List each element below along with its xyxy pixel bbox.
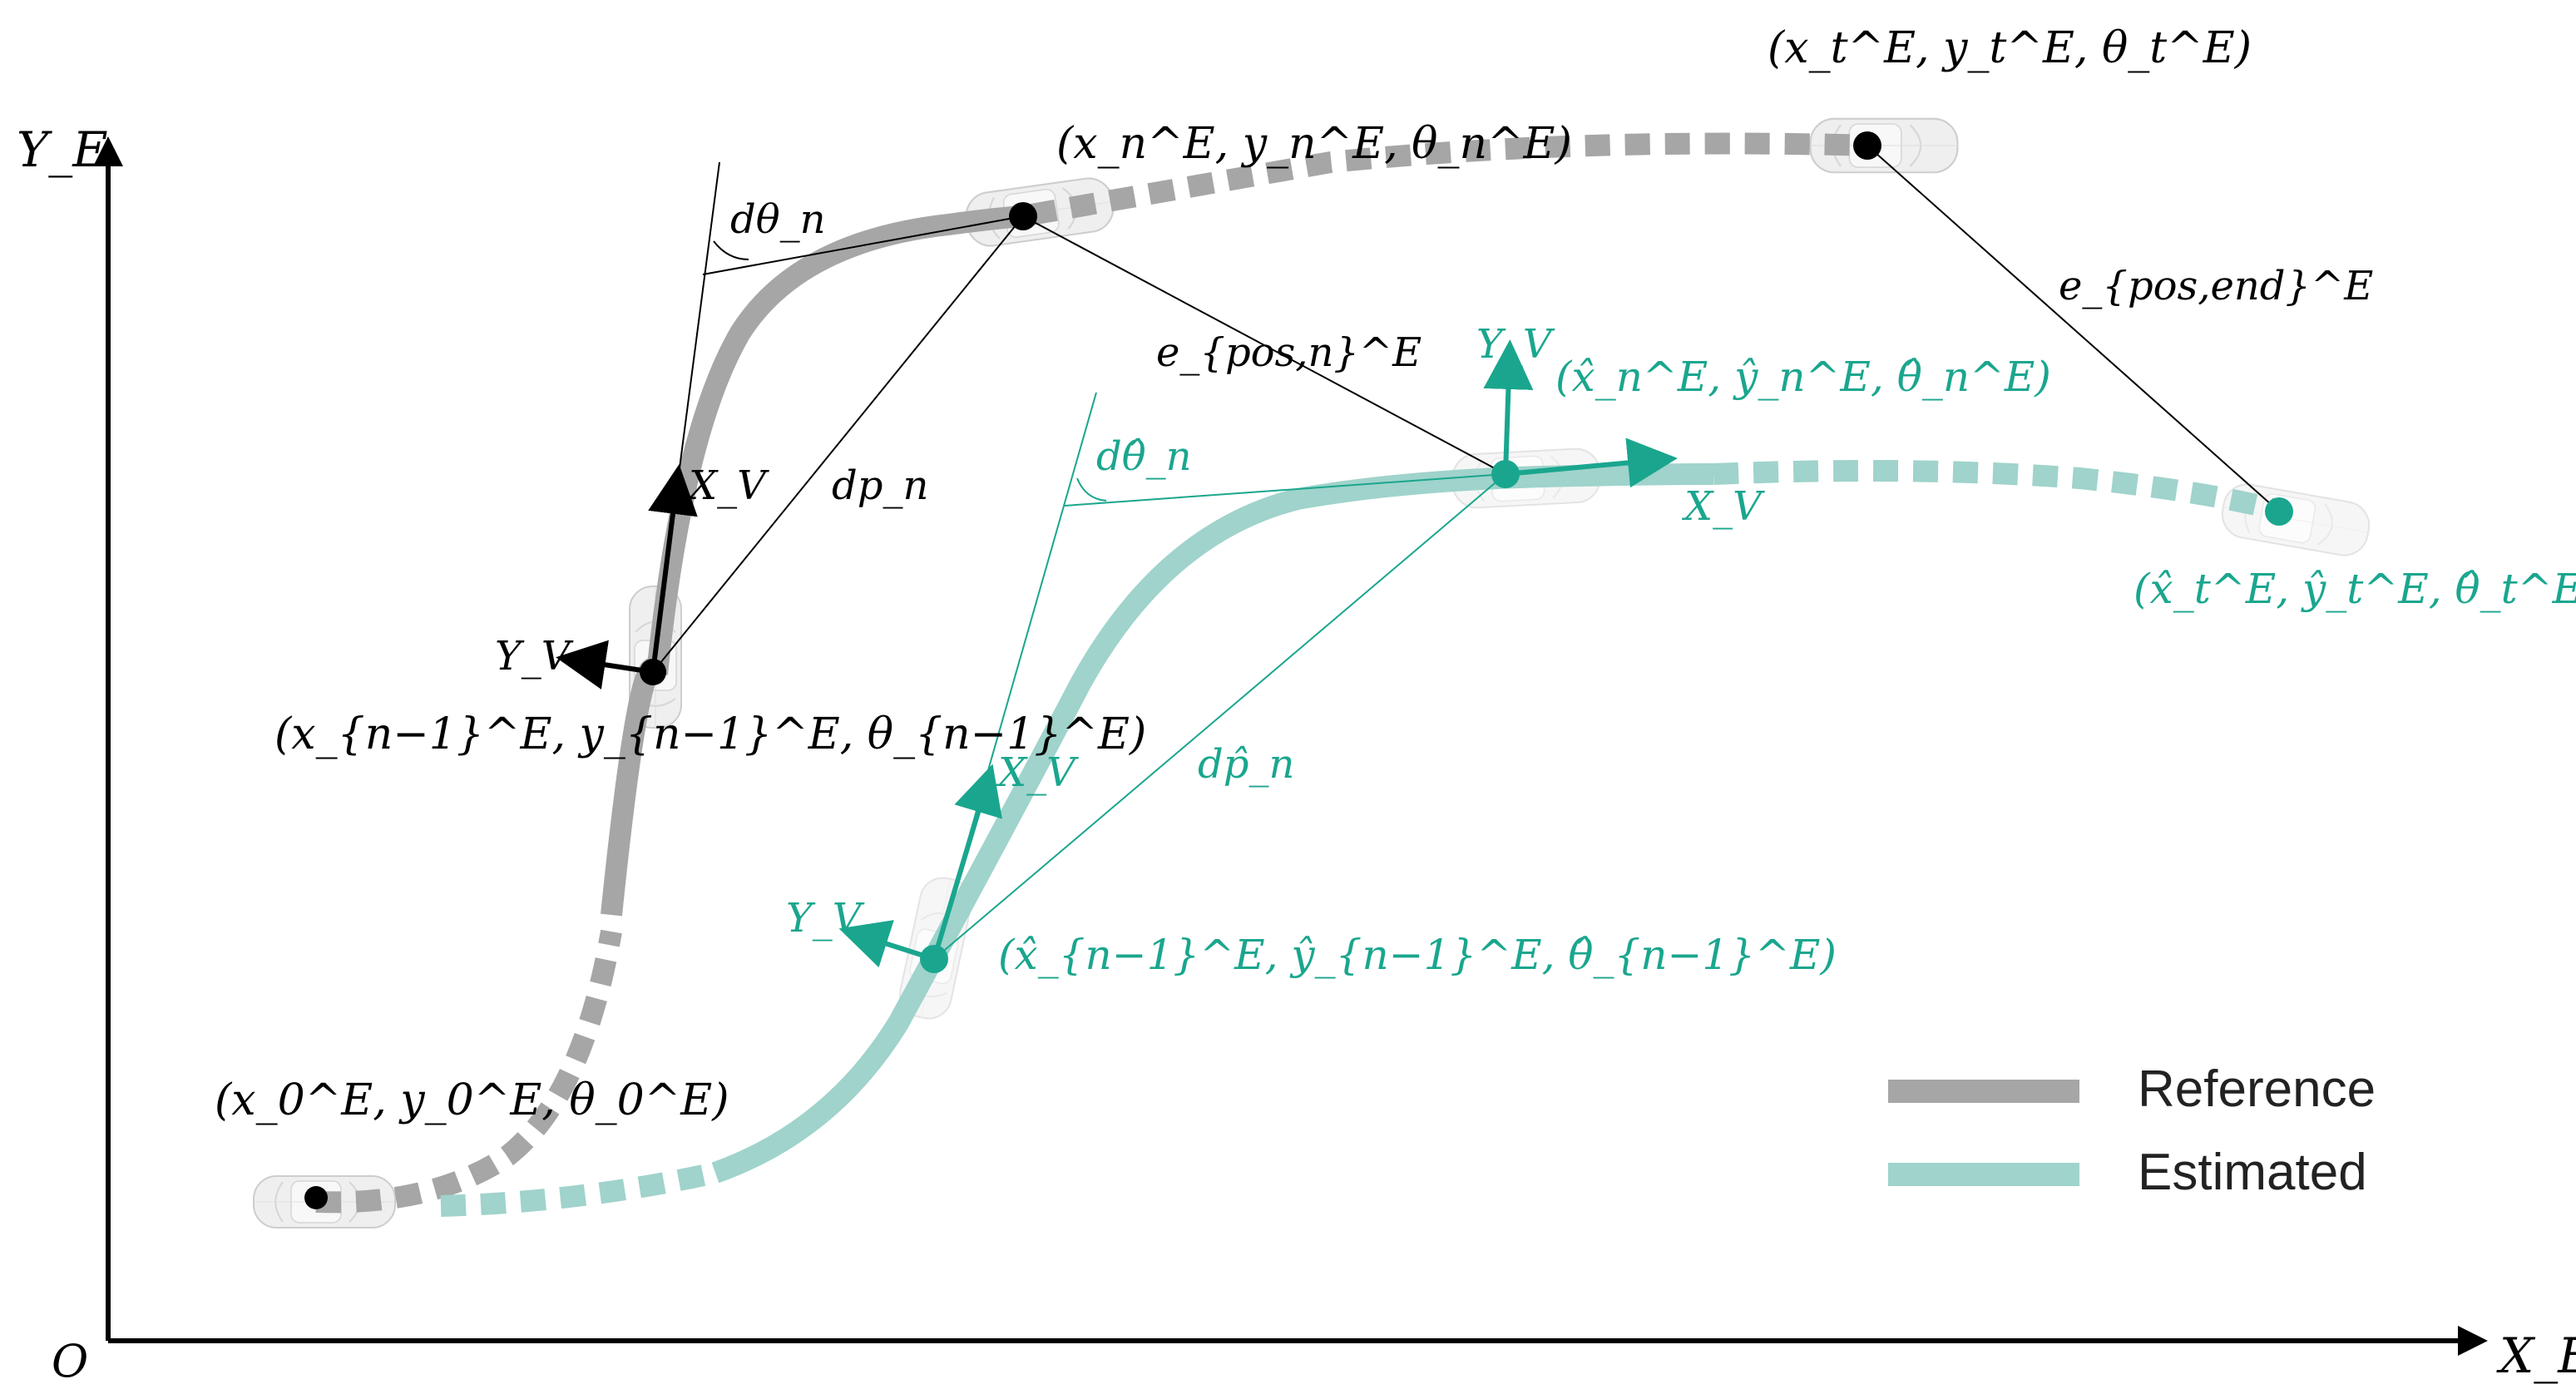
pose-label-ref-prev: (x_{n−1}^E, y_{n−1}^E, θ_{n−1}^E) <box>274 709 1146 759</box>
x-axis-label: X_E <box>2496 1327 2576 1384</box>
est-prev-frame-y-label: Y_V <box>786 895 865 942</box>
ref-dashed-start <box>315 929 622 1214</box>
estimated-trajectory <box>440 460 2287 1217</box>
ref-solid <box>601 205 1024 917</box>
dtheta-hat-label: dθ̂_n <box>1096 433 1192 480</box>
est-prev-frame-x-label: X_V <box>995 749 1079 796</box>
reference-geometry <box>652 145 2280 673</box>
pose-points <box>304 131 2293 1209</box>
est-dashed-end <box>1713 460 2287 522</box>
point-start <box>304 1186 328 1209</box>
reference-trajectory <box>315 132 1872 1214</box>
e-pos-end-label: e_{pos,end}^E <box>2059 263 2373 309</box>
pose-label-est-curr: (x̂_n^E, ŷ_n^E, θ̂_n^E) <box>1555 353 2051 401</box>
axes <box>93 136 2488 1356</box>
point-est-prev <box>920 945 948 973</box>
legend-label-reference: Reference <box>2138 1060 2376 1118</box>
pose-label-est-end: (x̂_t^E, ŷ_t^E, θ̂_t^E) <box>2133 565 2576 613</box>
ref-frame-y-label: Y_V <box>495 633 574 680</box>
point-est-end <box>2265 497 2293 526</box>
cars-layer <box>253 117 2374 1228</box>
pose-label-est-prev: (x̂_{n−1}^E, ŷ_{n−1}^E, θ̂_{n−1}^E) <box>998 931 1837 979</box>
est-curr-frame-y-label: Y_V <box>1476 321 1555 368</box>
dp-hat-label: dp̂_n <box>1198 741 1294 788</box>
origin-label: O <box>52 1335 88 1387</box>
est-vehicle-frames <box>838 339 1678 968</box>
y-axis-label: Y_E <box>17 121 108 178</box>
pose-label-ref-curr: (x_n^E, y_n^E, θ_n^E) <box>1056 119 1572 169</box>
e-pos-n-label: e_{pos,n}^E <box>1156 329 1421 376</box>
ref-vehicle-frame <box>556 464 698 690</box>
pose-label-start: (x_0^E, y_0^E, θ_0^E) <box>215 1075 729 1125</box>
point-ref-curr <box>1009 202 1037 230</box>
est-solid <box>711 463 1714 1184</box>
point-est-curr <box>1491 460 1520 488</box>
pose-label-ref-end: (x_t^E, y_t^E, θ_t^E) <box>1768 23 2252 73</box>
est-curr-frame-x-label: X_V <box>1681 483 1765 530</box>
est-dashed-start <box>440 1162 718 1217</box>
point-ref-prev <box>640 659 666 685</box>
dp-label: dp_n <box>832 462 928 509</box>
point-ref-end <box>1853 131 1881 160</box>
ref-frame-x-label: X_V <box>685 462 769 509</box>
legend: Reference Estimated <box>1888 1060 2376 1201</box>
dtheta-label: dθ_n <box>730 196 826 243</box>
ref-dashed-end <box>1029 132 1872 225</box>
legend-label-estimated: Estimated <box>2138 1144 2367 1201</box>
